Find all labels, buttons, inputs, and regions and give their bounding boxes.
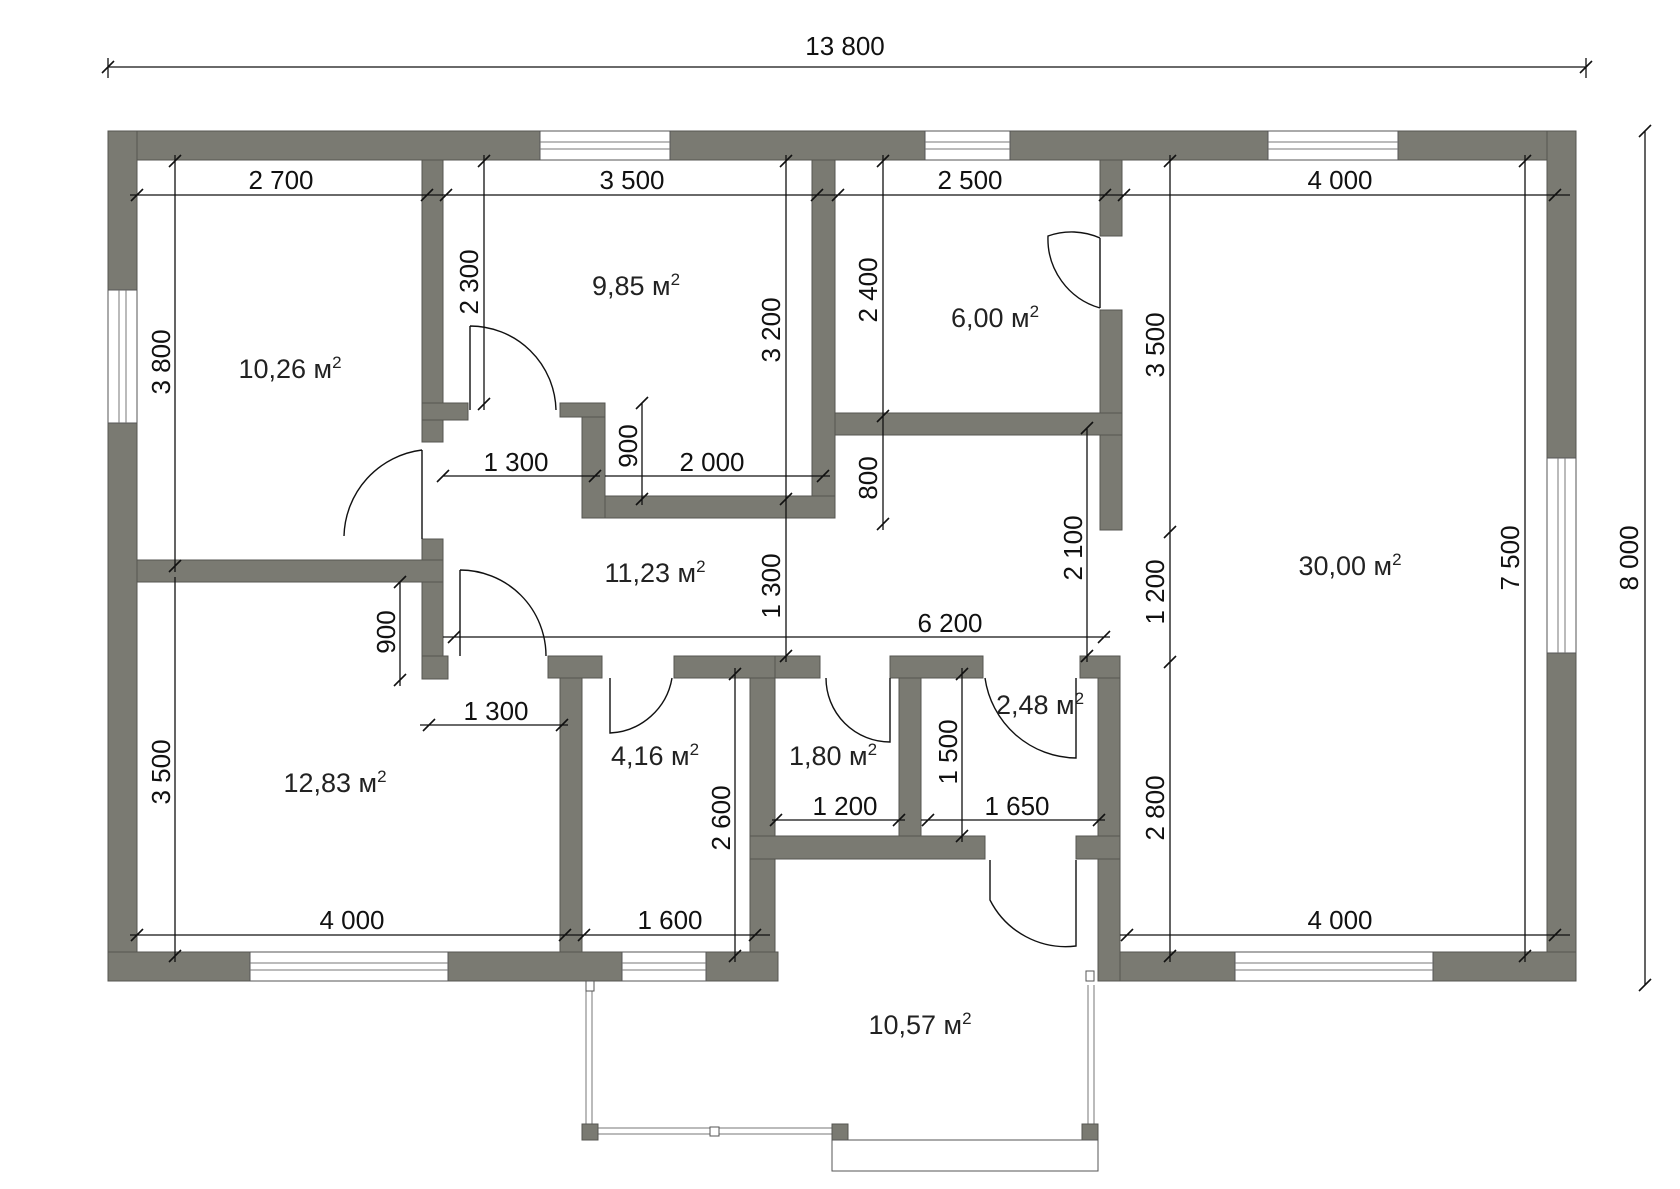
- dim-room-b-height-left: 2 300: [454, 249, 484, 314]
- dim-hall-center-height: 1 300: [756, 553, 786, 618]
- door-room-e: [459, 569, 547, 657]
- area-room-e: 12,83 м2: [283, 767, 386, 798]
- dim-room-d-height-mid: 1 200: [1140, 559, 1170, 624]
- dim-room-a-width: 2 700: [248, 165, 313, 195]
- area-room-c: 6,00 м2: [951, 302, 1039, 333]
- dim-total-width: 13 800: [805, 31, 885, 61]
- door-room-a: [343, 449, 423, 539]
- door-room-b: [469, 325, 557, 411]
- dim-room-h-height: 1 500: [933, 719, 963, 784]
- door-room-c: [1047, 231, 1101, 309]
- dim-room-d-height-total: 7 500: [1495, 525, 1525, 590]
- dim-room-d-height-bottom: 2 800: [1140, 775, 1170, 840]
- dim-hall-notch-width: 2 000: [679, 447, 744, 477]
- dim-room-d-width: 4 000: [1307, 165, 1372, 195]
- wall-left: [107, 130, 138, 982]
- dim-hall-right-height: 2 100: [1058, 515, 1088, 580]
- area-hall: 11,23 м2: [604, 557, 705, 588]
- dim-room-g-width: 1 200: [812, 791, 877, 821]
- door-room-h: [984, 677, 1077, 759]
- wall-h-porch-right: [1075, 835, 1121, 860]
- dim-room-e-height: 3 500: [146, 739, 176, 804]
- dim-room-c-width: 2 500: [937, 165, 1002, 195]
- area-room-d: 30,00 м2: [1298, 550, 1401, 581]
- wall-hall-h-right: [1079, 655, 1121, 679]
- wall-c-d-top: [1099, 159, 1123, 237]
- dim-room-e-width: 4 000: [319, 905, 384, 935]
- door-porch: [989, 860, 1077, 948]
- wall-g-h: [898, 655, 922, 837]
- window-right-d: [1546, 457, 1577, 654]
- window-top-b: [539, 130, 671, 161]
- window-left-a: [107, 289, 138, 424]
- window-bottom-d: [1234, 951, 1434, 982]
- area-labels: 10,26 м2 9,85 м2 6,00 м2 30,00 м2 11,23 …: [238, 270, 1401, 1040]
- porch-post-mid: [831, 1123, 849, 1141]
- porch-post-right: [1081, 1123, 1099, 1141]
- area-room-f: 4,16 м2: [611, 740, 699, 771]
- window-bottom-e: [249, 951, 449, 982]
- dimension-labels: 13 800 8 000 2 700 3 500 2 500 4 000 3 8…: [146, 31, 1644, 935]
- wall-a-b-cap: [421, 402, 469, 421]
- dim-room-b-height-right: 3 200: [756, 297, 786, 362]
- window-top-d: [1267, 130, 1399, 161]
- wall-hall-h: [889, 655, 984, 679]
- door-room-g: [825, 677, 891, 743]
- dimension-lines: [101, 58, 1652, 992]
- dim-room-f-width: 1 600: [637, 905, 702, 935]
- dim-total-height: 8 000: [1614, 525, 1644, 590]
- door-room-f: [609, 677, 673, 734]
- dim-room-b-width: 3 500: [599, 165, 664, 195]
- wall-notch-cap: [559, 402, 606, 418]
- windows: [107, 130, 1577, 982]
- wall-a-e: [136, 559, 444, 583]
- area-room-g: 1,80 м2: [789, 740, 877, 771]
- dim-hall-upper-opening: 1 300: [483, 447, 548, 477]
- dim-room-e-opening: 1 300: [463, 696, 528, 726]
- dim-room-d-bottom-width: 4 000: [1307, 905, 1372, 935]
- wall-g-porch: [749, 835, 986, 860]
- wall-e-f: [559, 655, 583, 953]
- window-bottom-f: [621, 951, 707, 982]
- dim-hall-left-height: 900: [371, 610, 401, 653]
- wall-hall-e-cap: [421, 655, 449, 680]
- wall-hall-f-right: [673, 655, 776, 679]
- area-room-a: 10,26 м2: [238, 353, 341, 384]
- wall-notch-bottom: [581, 495, 836, 519]
- area-room-b: 9,85 м2: [592, 270, 680, 301]
- window-top-c: [924, 130, 1011, 161]
- dim-hall-width: 6 200: [917, 608, 982, 638]
- dim-room-h-width: 1 650: [984, 791, 1049, 821]
- wall-b-c: [811, 159, 836, 518]
- area-room-h: 2,48 м2: [996, 689, 1084, 720]
- wall-a-b-upper: [421, 159, 444, 443]
- area-porch: 10,57 м2: [868, 1009, 971, 1040]
- dim-hall-right-gap: 800: [853, 456, 883, 499]
- doors: [343, 231, 1101, 948]
- dim-room-f-height: 2 600: [706, 785, 736, 850]
- dim-hall-notch-height: 900: [613, 424, 643, 467]
- porch-post-left: [581, 1123, 599, 1141]
- dim-room-d-height-top: 3 500: [1140, 312, 1170, 377]
- porch-step: [831, 1139, 1099, 1172]
- wall-f-g: [749, 655, 776, 953]
- wall-notch-left: [581, 402, 606, 519]
- dim-room-c-height: 2 400: [853, 257, 883, 322]
- dim-room-a-height: 3 800: [146, 329, 176, 394]
- wall-c-hall: [834, 412, 1123, 436]
- wall-hall-f-left: [547, 655, 603, 679]
- porch: [581, 970, 1099, 1172]
